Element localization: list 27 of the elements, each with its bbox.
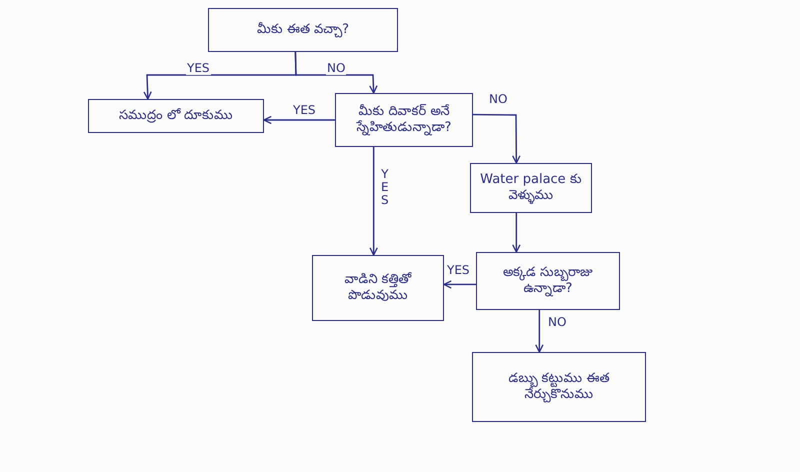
arrow — [263, 116, 335, 124]
arrow — [369, 147, 378, 256]
arrow — [535, 310, 544, 353]
box-text: డబ్బు కట్టుము ఈత నేర్చుకొనుము — [507, 370, 611, 404]
process-box — [208, 8, 398, 52]
process-box — [312, 255, 444, 321]
box-text: మీకు ఈత వచ్చా? — [256, 22, 350, 38]
box-text: Water palace కు వెళ్ళుము — [479, 172, 583, 204]
edge-label: NO — [547, 316, 568, 330]
arrow — [443, 280, 476, 289]
edge-label: YES — [186, 62, 211, 76]
box-text: మీకు దివాకర్ అనే స్నేహితుడున్నాడా? — [355, 104, 452, 136]
arrow — [512, 213, 521, 253]
process-box — [472, 352, 646, 422]
process-box — [476, 252, 620, 310]
arrow — [473, 114, 521, 164]
arrow — [294, 52, 378, 94]
box-text: అక్కడ సుబ్బరాజు ఉన్నాడా? — [502, 264, 594, 298]
box-text: సముద్రం లో దూకుము — [118, 108, 234, 124]
process-box — [335, 93, 473, 147]
edge-label: YES — [292, 104, 317, 118]
edge-label: NO — [488, 93, 508, 106]
process-box — [88, 99, 264, 133]
process-box — [470, 163, 592, 213]
edge-label: NO — [326, 62, 346, 76]
edge-label: YES — [446, 264, 471, 278]
box-text: వాడిని కత్తితో పొడువుము — [343, 272, 413, 304]
